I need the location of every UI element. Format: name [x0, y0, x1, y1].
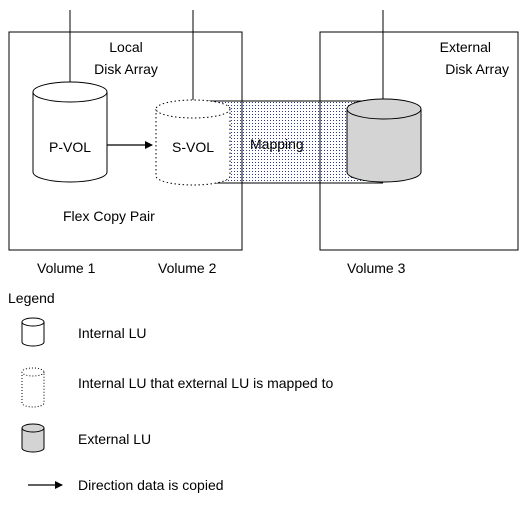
legend-title: Legend: [8, 290, 55, 306]
pvol-label: P-VOL: [49, 139, 91, 155]
svg-text:Disk Array: Disk Array: [445, 61, 509, 77]
volume-1-label: Volume 1: [37, 260, 96, 276]
svg-text:External: External: [440, 39, 491, 55]
legend-item-mapped-lu: Internal LU that external LU is mapped t…: [78, 375, 333, 391]
external-lu-gray-cylinder-icon: [21, 423, 45, 453]
mapping-label: Mapping: [250, 136, 304, 152]
svol-label: S-VOL: [172, 139, 214, 155]
local-array-label-line1: Local: [109, 39, 142, 55]
flex-copy-pair-label: Flex Copy Pair: [63, 208, 155, 224]
svg-text:Disk Array: Disk Array: [94, 61, 158, 77]
local-array-label-line2: Disk Array: [94, 61, 158, 77]
external-array-label-line2: Disk Array: [445, 61, 509, 77]
internal-lu-cylinder-icon: [21, 317, 45, 347]
pvol-cylinder: [32, 81, 108, 183]
volume-3-label: Volume 3: [347, 260, 406, 276]
external-lu-cylinder: [346, 98, 422, 183]
legend-item-external-lu: External LU: [78, 431, 151, 447]
svol-dotted-cylinder: [155, 99, 231, 186]
volume-2-label: Volume 2: [158, 260, 217, 276]
external-array-label-line1: External: [440, 39, 491, 55]
svg-text:Local: Local: [109, 39, 142, 55]
legend-item-copy-direction: Direction data is copied: [78, 477, 224, 493]
legend-item-internal-lu: Internal LU: [78, 325, 146, 341]
mapped-lu-dotted-cylinder-icon: [21, 367, 45, 408]
